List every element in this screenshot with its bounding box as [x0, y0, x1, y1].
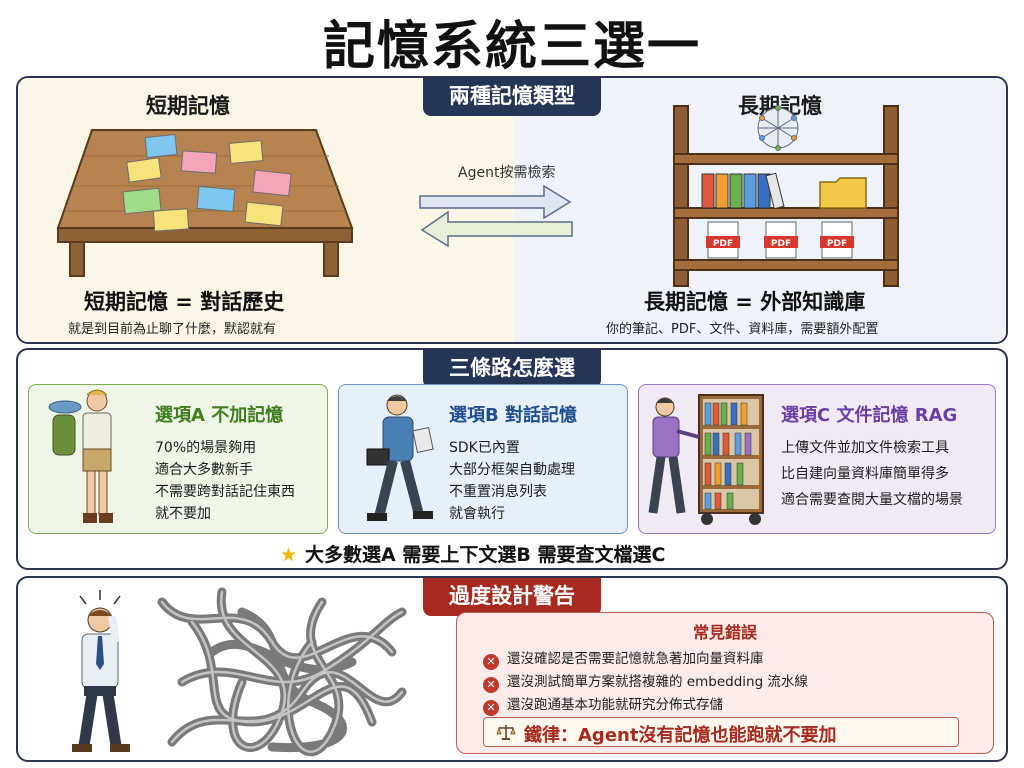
option-b-line: 就會執行 [449, 506, 505, 522]
folder-icon [819, 177, 867, 209]
iron-rule-box: 鐵律：Agent沒有記憶也能跑就不要加 [483, 717, 959, 747]
overdesign-warning-panel: 過度設計警告 [16, 576, 1008, 762]
section-label-overdesign-warning: 過度設計警告 [423, 578, 601, 616]
summary-text: 大多數選A 需要上下文選B 需要查文檔選C [305, 544, 666, 566]
option-c-card: 選項C 文件記憶 RAG 上傳文件並加文件檢索工具 比自建向量資料庫簡單得多 適… [638, 384, 996, 534]
sticky-notes [122, 133, 292, 232]
pdf-files-icon: PDF PDF PDF [706, 221, 854, 259]
network-globe-icon [757, 105, 799, 151]
page-title: 記憶系統三選一 [322, 17, 701, 77]
section-label-memory-types: 兩種記憶類型 [423, 78, 601, 116]
option-c-line: 比自建向量資料庫簡單得多 [781, 466, 949, 482]
option-c-title: 選項C 文件記憶 RAG [781, 405, 958, 426]
option-b-title: 選項B 對話記憶 [449, 405, 577, 426]
option-b-line: 大部分框架自動處理 [449, 462, 575, 478]
svg-text:PDF: PDF [771, 239, 791, 249]
memory-types-panel: 短期記憶 Agent按需檢索 長期記憶 [16, 76, 1008, 344]
walking-person-illustration [366, 394, 434, 521]
svg-text:PDF: PDF [827, 239, 847, 249]
option-a-line: 就不要加 [155, 506, 211, 522]
mistake-item: ✕ 還沒確認是否需要記憶就急著加向量資料庫 [483, 647, 764, 670]
mistake-text: 還沒跑通基本功能就研究分佈式存儲 [507, 697, 723, 713]
x-circle-icon: ✕ [483, 677, 499, 693]
iron-rule-text: 鐵律：Agent沒有記憶也能跑就不要加 [524, 725, 837, 746]
tangled-pipes-illustration [157, 587, 407, 757]
binders [701, 172, 785, 210]
x-circle-icon: ✕ [483, 654, 499, 670]
summary-line: ★ 大多數選A 需要上下文選B 需要查文檔選C [280, 540, 665, 567]
stressed-person-illustration [72, 590, 130, 752]
hiker-illustration [48, 389, 113, 523]
x-circle-icon: ✕ [483, 700, 499, 716]
bidirectional-arrow-icon [419, 184, 573, 248]
choose-path-panel: 三條路怎麼選 選項A 不加記憶 70%的場景夠用 適合大多數新手 不需要跨對話記… [16, 348, 1008, 570]
short-term-heading: 短期記憶 [146, 94, 230, 118]
option-b-card: 選項B 對話記憶 SDK已內置 大部分框架自動處理 不重置消息列表 就會執行 [338, 384, 628, 534]
option-a-line: 適合大多數新手 [155, 462, 253, 478]
star-icon: ★ [280, 544, 298, 566]
bookshelf-illustration: PDF PDF PDF [673, 105, 899, 287]
option-a-title: 選項A 不加記憶 [155, 405, 284, 426]
mistake-text: 還沒確認是否需要記憶就急著加向量資料庫 [507, 651, 764, 667]
option-a-line: 不需要跨對話記住東西 [155, 484, 295, 500]
mistake-text: 還沒測試簡單方案就搭複雜的 embedding 流水線 [507, 674, 808, 690]
bookcase-cart-illustration [648, 394, 764, 525]
option-b-line: SDK已內置 [449, 440, 520, 456]
option-a-card: 選項A 不加記憶 70%的場景夠用 適合大多數新手 不需要跨對話記住東西 就不要… [28, 384, 328, 534]
svg-text:PDF: PDF [713, 239, 733, 249]
option-c-line: 適合需要查閱大量文檔的場景 [781, 492, 963, 508]
common-mistakes-title: 常見錯誤 [692, 623, 757, 642]
mistake-item: ✕ 還沒跑通基本功能就研究分佈式存儲 [483, 693, 723, 716]
mistake-item: ✕ 還沒測試簡單方案就搭複雜的 embedding 流水線 [483, 670, 808, 693]
long-term-desc: 你的筆記、PDF、文件、資料庫，需要額外配置 [606, 322, 879, 337]
table-with-notes-illustration [56, 129, 354, 277]
common-mistakes-box: 常見錯誤 ✕ 還沒確認是否需要記憶就急著加向量資料庫 ✕ 還沒測試簡單方案就搭複雜的… [456, 612, 994, 754]
section-label-choose-path: 三條路怎麼選 [423, 350, 601, 388]
option-b-line: 不重置消息列表 [449, 484, 547, 500]
balance-scale-icon [496, 725, 516, 740]
short-term-formula: 短期記憶 = 對話歷史 [84, 290, 285, 314]
arrow-caption: Agent按需檢索 [458, 165, 556, 181]
long-term-formula: 長期記憶 = 外部知識庫 [644, 290, 866, 314]
option-c-line: 上傳文件並加文件檢索工具 [781, 440, 949, 456]
short-term-desc: 就是到目前為止聊了什麼，默認就有 [68, 322, 277, 337]
option-a-line: 70%的場景夠用 [155, 440, 257, 456]
